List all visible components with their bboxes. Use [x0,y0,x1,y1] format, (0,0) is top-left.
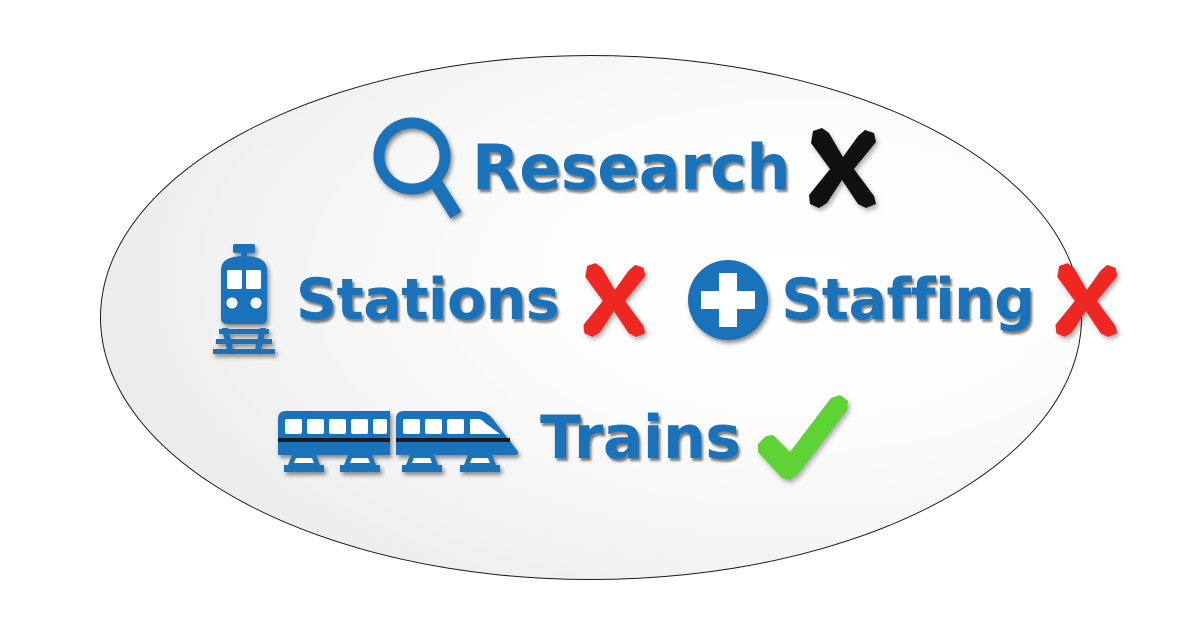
label-trains: Trains [540,403,741,473]
magnifying-glass-icon [368,112,464,224]
label-research: Research [472,131,791,204]
medical-cross-circle-icon [685,257,771,343]
group-stations: Stations [200,242,649,358]
x-mark-red-stations-icon [577,260,649,340]
row-research: Research [368,112,880,224]
x-mark-red-staffing-icon [1049,260,1121,340]
row-trains: Trains [272,392,852,484]
train-side-icon [272,399,524,477]
train-front-icon [200,242,288,358]
group-staffing: Staffing [685,257,1120,343]
x-mark-black-icon [802,125,880,211]
label-staffing: Staffing [781,266,1035,333]
row-stations-staffing: Stations Staffing [200,242,1121,358]
check-mark-green-icon [752,392,852,484]
label-stations: Stations [296,266,560,333]
